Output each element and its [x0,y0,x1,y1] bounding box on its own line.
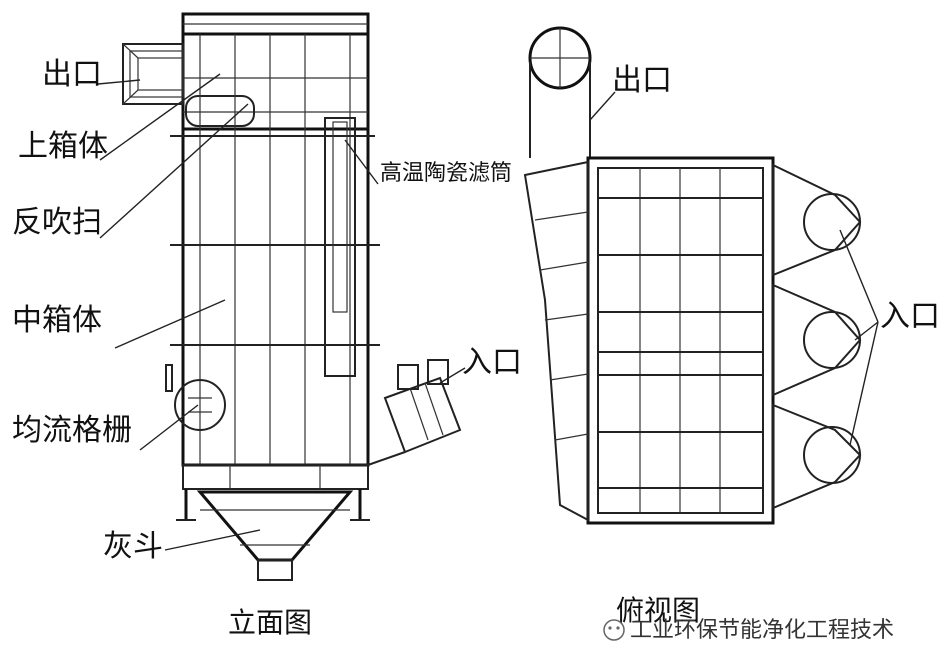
middle-box [181,127,370,467]
label-elevation-inlet: 入口 [462,345,522,380]
label-plan-outlet: 出口 [612,63,672,98]
flow-grid [174,379,226,431]
elevation-view: 出口 上箱体 反吹扫 中箱体 均流格栅 灰斗 高温陶瓷滤筒 入口 立面图 [12,12,522,639]
watermark: 工业环保节能净化工程技术 [603,618,894,643]
ash-hopper [196,490,354,581]
label-upper-box: 上箱体 [18,129,108,164]
back-blow-pipe [185,95,255,127]
elevation-inlet-pipe [367,359,462,466]
label-middle-box: 中箱体 [12,303,102,338]
caption-elevation: 立面图 [228,606,312,639]
label-back-blow: 反吹扫 [12,205,102,240]
plan-view: 出口 入口 俯视图 [523,26,940,627]
caption-plan: 俯视图 [616,594,700,627]
label-ash-hopper: 灰斗 [103,529,163,564]
label-outlet: 出口 [42,57,102,92]
label-plan-inlet: 入口 [880,299,940,334]
plan-outlet [528,26,592,158]
plan-inlet-hoppers [772,163,862,510]
watermark-text: 工业环保节能净化工程技术 [630,618,894,643]
label-flow-grid: 均流格栅 [12,413,132,448]
label-ceramic-filter: 高温陶瓷滤筒 [380,161,512,186]
outlet-duct [122,43,184,105]
wechat-icon [603,619,625,641]
ceramic-filter-tube [324,117,356,377]
upper-box [181,32,370,131]
